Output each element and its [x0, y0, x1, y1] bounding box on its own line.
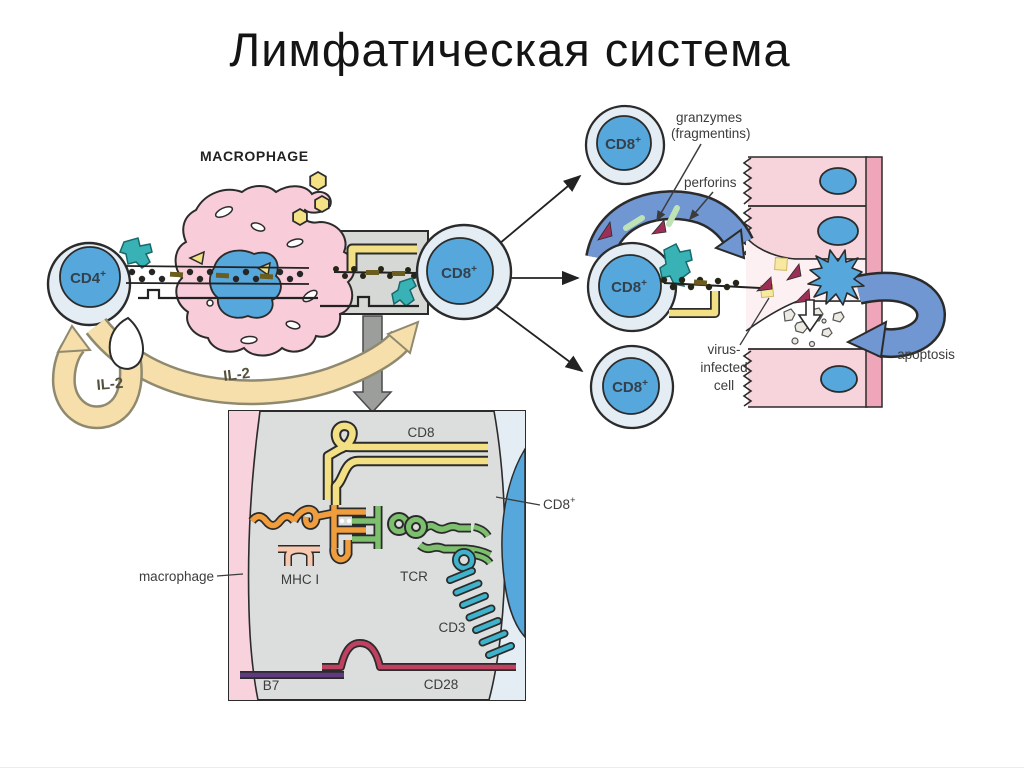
mhc-peptide	[366, 270, 379, 275]
inset-tcr-label: TCR	[400, 569, 428, 584]
il2-paracrine-arrow	[85, 317, 420, 406]
effector-synapse	[659, 242, 773, 318]
cd8-cell-mid: CD8+	[586, 241, 678, 333]
inset-cd3-label: CD3	[438, 620, 465, 635]
inset-cd8-label: CD8	[407, 425, 434, 440]
granzyme-particle	[785, 263, 802, 281]
inset-cd8-molecule	[322, 420, 488, 505]
synapse-inset: CD8 MHC I TCR CD3 CD28 B7	[228, 410, 526, 701]
inset-tcr-molecule	[352, 506, 494, 566]
cd8-main-label: CD8+	[441, 264, 477, 282]
secretion-vesicle	[108, 316, 144, 370]
inset-cd8cell-label: CD8+	[543, 495, 576, 512]
synapse-box-molecules	[320, 243, 419, 308]
cd4-label: CD4+	[70, 269, 106, 287]
granzyme-particle	[651, 219, 667, 235]
cd8-coreceptor	[669, 291, 719, 317]
tissue-nucleus	[819, 167, 857, 195]
perforin-particle	[623, 215, 645, 231]
cd8-cell-main: CD8+	[415, 223, 513, 321]
granzyme-particle	[755, 276, 773, 292]
granzymes-label-2: (fragmentins)	[671, 126, 751, 141]
brush-border-3	[742, 350, 753, 407]
cd8-top-label: CD8+	[605, 135, 641, 153]
virus-infected-label-1: virus-	[708, 342, 741, 357]
perforins-label: perforins	[684, 175, 737, 190]
perforin-particle	[666, 205, 680, 227]
mhc-peptide	[392, 271, 405, 276]
macrophage-caption: MACROPHAGE	[200, 148, 309, 164]
degranulation-arrow	[585, 190, 754, 262]
macrophage-cell	[174, 185, 356, 357]
inset-mhc1-base	[278, 545, 320, 566]
virus-infected-label-3: cell	[714, 378, 734, 393]
il2-autocrine-label: IL-2	[96, 375, 124, 394]
slide-title: Лимфатическая система	[229, 23, 790, 76]
granzymes-label: granzymes	[676, 110, 742, 125]
granzymes-pointer-line	[656, 143, 702, 222]
antigen-hexagons	[292, 170, 330, 227]
viral-antigen-square	[774, 257, 788, 271]
cd8-mid-label: CD8+	[611, 278, 647, 296]
virus-infected-label-2: infected	[700, 360, 747, 375]
inset-macrophage-label: macrophage	[139, 569, 214, 584]
inset-b7-label: B7	[263, 678, 280, 693]
virus-infected-pointer-line	[739, 297, 770, 346]
tissue-nucleus	[817, 216, 859, 246]
brush-border-1	[742, 157, 753, 205]
cd8-coreceptor	[348, 245, 417, 271]
cd4-synapse-chain	[125, 265, 318, 300]
epithelial-tissue	[742, 156, 883, 408]
il2-autocrine-arrow	[51, 324, 143, 430]
lysis-arrow	[797, 299, 823, 333]
inset-macrophage-pointer	[216, 573, 244, 577]
inset-cd28-label: CD28	[424, 677, 459, 692]
clonal-expansion-arrows	[494, 174, 584, 373]
perforins-pointer-line	[689, 191, 714, 221]
tissue-nucleus	[820, 365, 858, 393]
apoptosis-label: apoptosis	[897, 347, 955, 362]
cd8-bottom-label: CD8+	[612, 378, 648, 396]
membrane-line	[320, 295, 419, 308]
inset-cd3-molecule	[446, 548, 515, 659]
macrophage-vacuoles	[206, 205, 318, 345]
granzyme-particle	[597, 220, 613, 241]
inset-cd28-molecule	[322, 639, 516, 671]
apoptotic-nucleus	[807, 249, 865, 306]
cd4-cell: CD4+	[46, 237, 153, 327]
il2-paracrine-label: IL-2	[222, 365, 251, 385]
cd8-cell-bottom: CD8+	[589, 344, 675, 430]
inset-cd8-nucleus	[501, 446, 526, 639]
cd8-cell-top: CD8+	[584, 104, 666, 186]
inset-cd8cell-pointer	[495, 496, 541, 506]
teal-receptor	[119, 237, 153, 269]
inset-mhc1-label: MHC I	[281, 572, 319, 587]
antigen-fragment	[256, 261, 271, 277]
antigen-fragment	[188, 250, 205, 266]
mhc-peptide	[693, 279, 708, 286]
apoptosis-arrow	[845, 271, 946, 359]
membrane-line	[138, 288, 318, 300]
